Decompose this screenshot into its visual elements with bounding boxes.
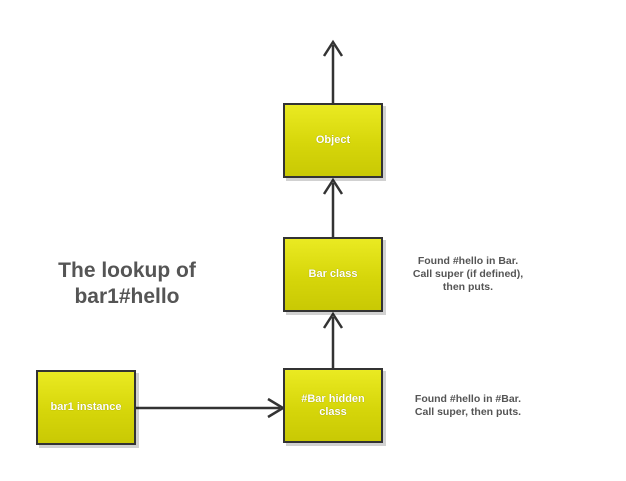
node-bar-hidden-class-label: #Bar hidden class bbox=[301, 392, 365, 418]
diagram-title: The lookup of bar1#hello bbox=[22, 258, 232, 310]
node-bar1-instance-label: bar1 instance bbox=[50, 401, 122, 413]
title-line-2: bar1#hello bbox=[74, 285, 180, 308]
note-bar-class-line-1: Found #hello in Bar. bbox=[417, 255, 519, 267]
arrowhead-hidden-class-to-bar-class bbox=[322, 311, 344, 329]
node-bar-class-label: Bar class bbox=[308, 268, 358, 280]
note-bar-class-line-2: Call super (if defined), bbox=[412, 268, 524, 280]
note-hidden-class-line-1: Found #hello in #Bar. bbox=[414, 393, 522, 405]
node-object: Object bbox=[283, 103, 383, 178]
node-object-label: Object bbox=[315, 134, 351, 146]
arrowhead-object-up bbox=[322, 39, 344, 57]
arrowhead-bar-class-to-object bbox=[322, 177, 344, 195]
note-bar-class: Found #hello in Bar. Call super (if defi… bbox=[398, 255, 538, 294]
node-bar1-instance: bar1 instance bbox=[36, 370, 136, 445]
node-bar-hidden-class: #Bar hidden class bbox=[283, 368, 383, 443]
node-bar-class: Bar class bbox=[283, 237, 383, 312]
note-bar-hidden-class: Found #hello in #Bar. Call super, then p… bbox=[398, 393, 538, 419]
note-bar-class-line-3: then puts. bbox=[442, 281, 494, 293]
title-line-1: The lookup of bbox=[58, 259, 196, 282]
note-hidden-class-line-2: Call super, then puts. bbox=[414, 406, 522, 418]
